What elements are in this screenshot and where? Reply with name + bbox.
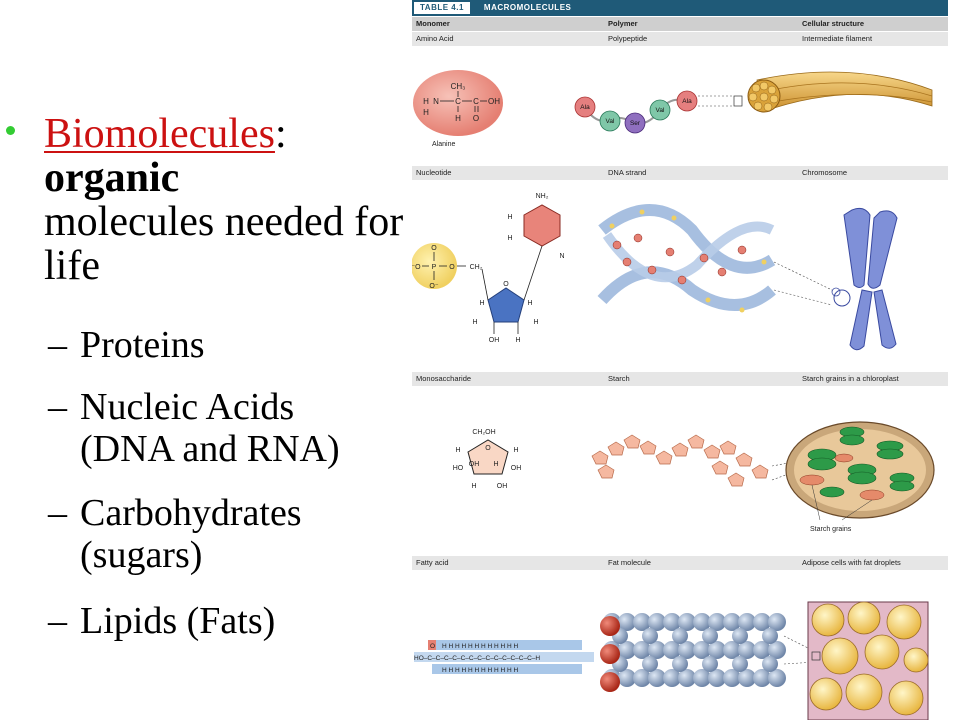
row-label-protein: Amino Acid Polypeptide Intermediate fila… [412,32,948,46]
sub-item-lipids: –Lipids (Fats) [48,600,276,642]
svg-text:N: N [433,97,439,106]
svg-text:Ser: Ser [630,120,641,127]
header-polymer: Polymer [608,19,638,28]
svg-text:HO: HO [453,465,464,472]
header-cellular-structure: Cellular structure [802,19,865,28]
table-header-row: Monomer Polymer Cellular structure [412,17,948,31]
svg-text:O: O [473,114,479,123]
svg-text:P: P [432,264,437,271]
svg-text:O⁻: O⁻ [429,283,438,290]
table-illustrations: CH₃ H N C C OH H O H Alanine [412,70,935,720]
alanine-caption: Alanine [432,141,455,148]
fat-molecule-illustration [600,613,817,692]
svg-text:H: H [533,319,538,326]
fatty-acid-illustration: O H H H H H H H H H H H H HO–C–C–C–C–C–C… [414,640,594,674]
svg-text:OH: OH [497,483,508,490]
row-label-carbohydrate: Monosaccharide Starch Starch grains in a… [412,372,948,386]
svg-text:O: O [503,281,509,288]
svg-text:⁻O: ⁻O [412,264,421,271]
svg-text:H: H [455,114,461,123]
header-monomer: Monomer [416,19,450,28]
nucleotide-illustration: O P O⁻ ⁻O O CH₂ O H H OH H H H [412,193,565,344]
starch-chain-illustration [591,434,769,487]
chloroplast-illustration [785,421,935,521]
svg-text:H H H H H H H H H H: H H H H H H H H H H H H [442,667,519,674]
macromolecules-table: TABLE 4.1 MACROMOLECULES Monomer Polymer … [412,0,948,720]
svg-text:H: H [493,461,498,468]
svg-text:O: O [485,445,491,452]
svg-text:CH₃: CH₃ [451,82,466,91]
biomolecules-term: Biomolecules [44,111,275,157]
svg-text:H: H [515,337,520,344]
svg-text:OH: OH [469,461,480,468]
bullet-list: Biomolecules: organic molecules needed f… [0,0,410,720]
sub-item-carbohydrates: –Carbohydrates (sugars) [48,492,302,576]
svg-text:OH: OH [488,97,500,106]
sub-item-nucleic-acids: –Nucleic Acids (DNA and RNA) [48,386,340,470]
svg-text:H: H [471,483,476,490]
svg-text:N: N [559,253,564,260]
svg-text:NH₂: NH₂ [536,193,549,200]
starch-grains-caption: Starch grains [810,526,852,533]
svg-text:CH₂OH: CH₂OH [472,429,495,436]
svg-text:H: H [513,447,518,454]
svg-text:O: O [430,643,435,650]
svg-text:H: H [527,300,532,307]
table-title: MACROMOLECULES [483,3,572,12]
svg-text:OH: OH [511,465,522,472]
intermediate-filament-illustration [747,71,933,113]
svg-text:Ala: Ala [580,104,590,111]
monosaccharide-illustration: CH₂OH O H H HO OH H OH OH H [453,429,522,490]
table-title-bar: TABLE 4.1 MACROMOLECULES [412,0,948,16]
svg-text:O: O [449,264,455,271]
svg-text:H: H [423,108,429,117]
bullet-dot-icon [6,126,15,135]
chromosome-illustration [831,207,898,351]
polypeptide-beads-illustration: Ala Val Ser Val Ala [574,90,743,134]
definition-text: molecules needed for life [44,199,404,289]
svg-text:Val: Val [656,107,665,114]
alanine-molecule-illustration: CH₃ H N C C OH H O H [413,70,503,136]
svg-text:H: H [507,235,512,242]
row-label-lipid: Fatty acid Fat molecule Adipose cells wi… [412,556,948,570]
svg-text:HO–C–C–C–C–C–C–C–C–C–C–C–C–C–H: HO–C–C–C–C–C–C–C–C–C–C–C–C–C–H [414,655,540,662]
dna-strand-illustration [597,204,833,313]
svg-text:Val: Val [606,118,615,125]
svg-text:OH: OH [489,337,500,344]
svg-text:C: C [455,97,461,106]
svg-text:H: H [472,319,477,326]
svg-text:O: O [431,245,437,252]
organic-word: organic [44,155,180,201]
svg-text:C: C [473,97,479,106]
term-colon: : [274,111,287,157]
svg-text:H: H [479,300,484,307]
svg-text:Ala: Ala [682,98,692,105]
svg-text:H: H [455,447,460,454]
svg-text:H H H H H H H H H H: H H H H H H H H H H H H [442,643,519,650]
svg-text:H: H [423,97,429,106]
sub-item-proteins: –Proteins [48,324,205,366]
adipose-cells-illustration [807,601,929,720]
table-number: TABLE 4.1 [414,2,470,14]
row-label-nucleic: Nucleotide DNA strand Chromosome [412,166,948,180]
main-bullet-text: Biomolecules: organic molecules needed f… [44,112,404,288]
svg-text:CH₂: CH₂ [470,264,483,271]
svg-text:H: H [507,214,512,221]
